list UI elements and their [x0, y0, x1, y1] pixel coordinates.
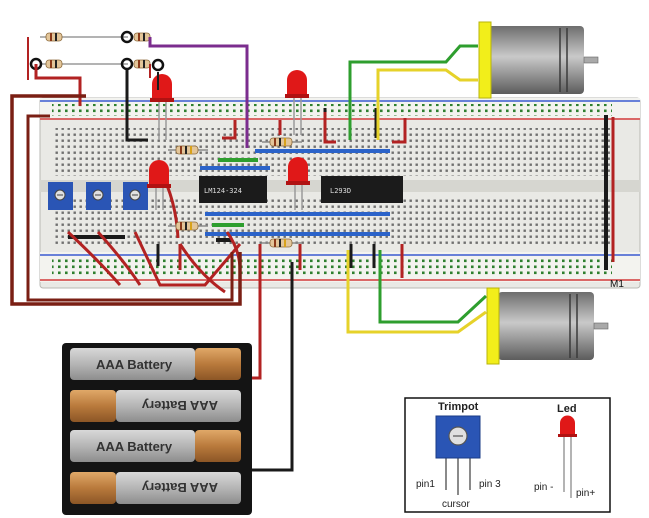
trimpot-2	[86, 182, 111, 210]
battery-cell-2-label: AAA Battery	[141, 398, 218, 413]
chip-lm324-label: LM124-324	[204, 187, 242, 195]
legend-trimpot-title: Trimpot	[438, 401, 479, 413]
legend-led-icon	[558, 415, 577, 498]
legend-trimpot-pin1: pin1	[416, 479, 435, 490]
legend-trimpot-icon	[435, 415, 481, 495]
chip-l293d-label: L293D	[330, 187, 351, 195]
resistor-board-1	[168, 145, 208, 155]
resistor-board-3	[262, 137, 302, 147]
battery-cell-2: AAA Battery	[70, 390, 241, 422]
trimpot-3	[123, 182, 148, 210]
m1-label: M1	[610, 279, 624, 290]
chip-lm324: LM124-324	[199, 176, 267, 203]
motor-1	[478, 21, 599, 99]
battery-cell-3-label: AAA Battery	[96, 439, 173, 454]
legend-led-pin-plus: pin+	[576, 488, 595, 499]
battery-pack: AAA Battery AAA Battery AAA Battery AAA …	[62, 343, 252, 515]
board-wires	[66, 108, 407, 294]
battery-cell-4-label: AAA Battery	[141, 480, 218, 495]
resistor-board-4	[262, 238, 302, 248]
breadboard: M1	[39, 97, 641, 290]
chip-l293d: L293D	[321, 176, 403, 203]
led-2	[147, 160, 171, 210]
resistor-board-2	[168, 221, 208, 231]
battery-cell-1: AAA Battery	[70, 348, 241, 380]
legend-led-title: Led	[557, 403, 577, 415]
battery-cell-4: AAA Battery	[70, 472, 241, 504]
trimpot-1	[48, 182, 73, 210]
offboard-wires	[10, 37, 488, 472]
legend-trimpot-pin3: pin 3	[479, 479, 501, 490]
motor-2	[486, 287, 609, 365]
battery-cell-1-label: AAA Battery	[96, 357, 173, 372]
battery-cell-3: AAA Battery	[70, 430, 241, 462]
resistor-top-2	[40, 59, 151, 69]
legend-trimpot-cursor: cursor	[442, 499, 470, 510]
led-3	[285, 70, 309, 135]
legend-led-pin-minus: pin -	[534, 482, 553, 493]
resistor-top-1	[40, 32, 151, 42]
led-4	[286, 157, 310, 210]
legend-box: Trimpot pin1 pin 3 cursor Led pin - pin+	[404, 397, 611, 513]
